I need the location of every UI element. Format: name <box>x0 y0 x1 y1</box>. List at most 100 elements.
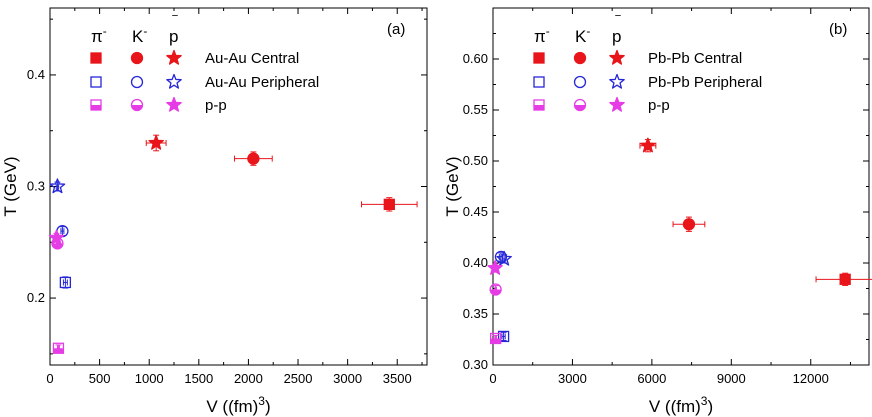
legend-marker <box>90 76 102 88</box>
legend-marker <box>130 98 144 112</box>
legend-row-label: Au-Au Central <box>205 50 299 67</box>
data-point <box>52 342 65 354</box>
legend-marker <box>166 96 182 112</box>
legend-marker <box>573 51 587 65</box>
legend-row-label: Pb-Pb Peripheral <box>648 74 762 91</box>
x-tick-label: 9000 <box>717 371 746 386</box>
legend-marker <box>609 96 625 112</box>
legend-marker <box>166 73 182 89</box>
legend-column-header: π- <box>91 24 107 46</box>
data-point <box>497 330 510 343</box>
legend-marker <box>166 49 182 65</box>
x-axis-label: V ((fm)3) <box>206 394 270 416</box>
data-marker <box>489 332 502 345</box>
data-point <box>361 197 418 212</box>
x-tick-label: 3000 <box>558 371 587 386</box>
data-marker <box>49 178 66 194</box>
data-marker <box>487 259 503 275</box>
data-marker <box>247 152 260 165</box>
legend-marker <box>533 52 545 64</box>
data-marker <box>489 283 502 296</box>
x-tick-label: 2500 <box>284 371 313 386</box>
data-marker <box>383 198 395 211</box>
data-point <box>145 134 167 152</box>
data-marker <box>496 250 512 266</box>
legend-column-overbar: ‾ <box>172 13 179 29</box>
x-tick-label: 6000 <box>637 371 666 386</box>
x-tick-label: 0 <box>46 371 53 386</box>
legend-marker <box>533 99 545 111</box>
legend-marker <box>130 75 144 89</box>
data-point <box>496 250 512 266</box>
data-point <box>48 229 65 245</box>
x-axis-label-tail: ) <box>265 397 271 416</box>
data-marker <box>839 273 851 285</box>
x-tick-label: 0 <box>489 371 496 386</box>
x-axis-label-sup: 3 <box>701 394 708 408</box>
data-marker <box>52 342 65 354</box>
panel-label: (b) <box>829 21 847 38</box>
data-marker <box>682 218 696 231</box>
y-axis-label: T (GeV) <box>443 156 462 216</box>
y-axis-label: T (GeV) <box>1 156 20 216</box>
y-tick-label: 0.4 <box>27 67 45 82</box>
x-tick-label: 2000 <box>234 371 263 386</box>
legend-column-charge: - <box>103 24 107 38</box>
data-point <box>487 259 503 275</box>
legend-column-header: π- <box>534 24 550 46</box>
data-point <box>639 137 657 153</box>
x-tick-label: 3500 <box>383 371 412 386</box>
legend-column-header: K- <box>575 24 590 46</box>
data-marker <box>48 229 65 245</box>
x-tick-label: 500 <box>89 371 111 386</box>
y-tick-label: 0.2 <box>27 290 45 305</box>
y-tick-label: 0.45 <box>463 204 488 219</box>
data-marker <box>640 137 656 153</box>
x-axis-label: V ((fm)3) <box>649 394 713 416</box>
x-tick-label: 3000 <box>333 371 362 386</box>
y-tick-label: 0.30 <box>463 357 488 372</box>
legend-column-header: p <box>612 27 621 46</box>
legend-marker <box>533 76 545 88</box>
x-axis-label-main: V ((fm) <box>649 397 701 416</box>
legend-marker <box>90 99 102 111</box>
x-axis-label-sup: 3 <box>258 394 265 408</box>
data-marker <box>148 134 164 150</box>
x-tick-label: 1000 <box>135 371 164 386</box>
legend-column-symbol: π <box>91 27 103 46</box>
y-tick-label: 0.60 <box>463 51 488 66</box>
legend-marker <box>573 98 587 112</box>
legend-row-label: Pb-Pb Central <box>648 50 742 67</box>
legend-column-header: p <box>169 27 178 46</box>
data-point <box>672 216 706 232</box>
legend-marker <box>609 49 625 65</box>
legend-column-symbol: p <box>169 27 178 46</box>
data-point <box>49 178 66 194</box>
data-marker <box>59 276 72 289</box>
data-point <box>234 151 273 166</box>
legend-column-header: K- <box>132 24 147 46</box>
x-tick-label: 1500 <box>184 371 213 386</box>
legend-marker <box>90 52 102 64</box>
x-axis-label-main: V ((fm) <box>206 397 258 416</box>
data-point <box>59 276 72 289</box>
data-point <box>489 332 502 345</box>
legend-column-charge: - <box>586 24 590 38</box>
legend-marker <box>609 73 625 89</box>
y-tick-label: 0.50 <box>463 153 488 168</box>
y-tick-label: 0.40 <box>463 255 488 270</box>
data-point <box>815 272 872 286</box>
data-marker <box>497 330 510 343</box>
panel-label: (a) <box>387 21 405 38</box>
legend-column-charge: - <box>143 24 147 38</box>
data-point <box>489 283 502 296</box>
legend-row-label: p-p <box>648 97 670 114</box>
legend-column-symbol: p <box>612 27 621 46</box>
x-axis-label-tail: ) <box>707 397 713 416</box>
legend-column-symbol: π <box>534 27 546 46</box>
